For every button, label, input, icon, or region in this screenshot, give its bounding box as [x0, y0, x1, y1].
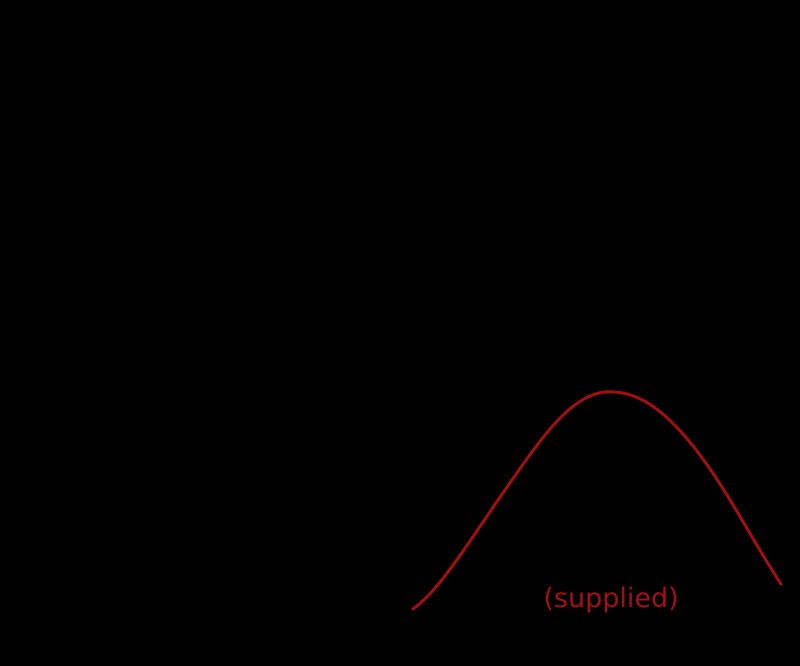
supplied-label: (supplied)	[543, 583, 678, 614]
supplied-curve	[411, 390, 783, 611]
